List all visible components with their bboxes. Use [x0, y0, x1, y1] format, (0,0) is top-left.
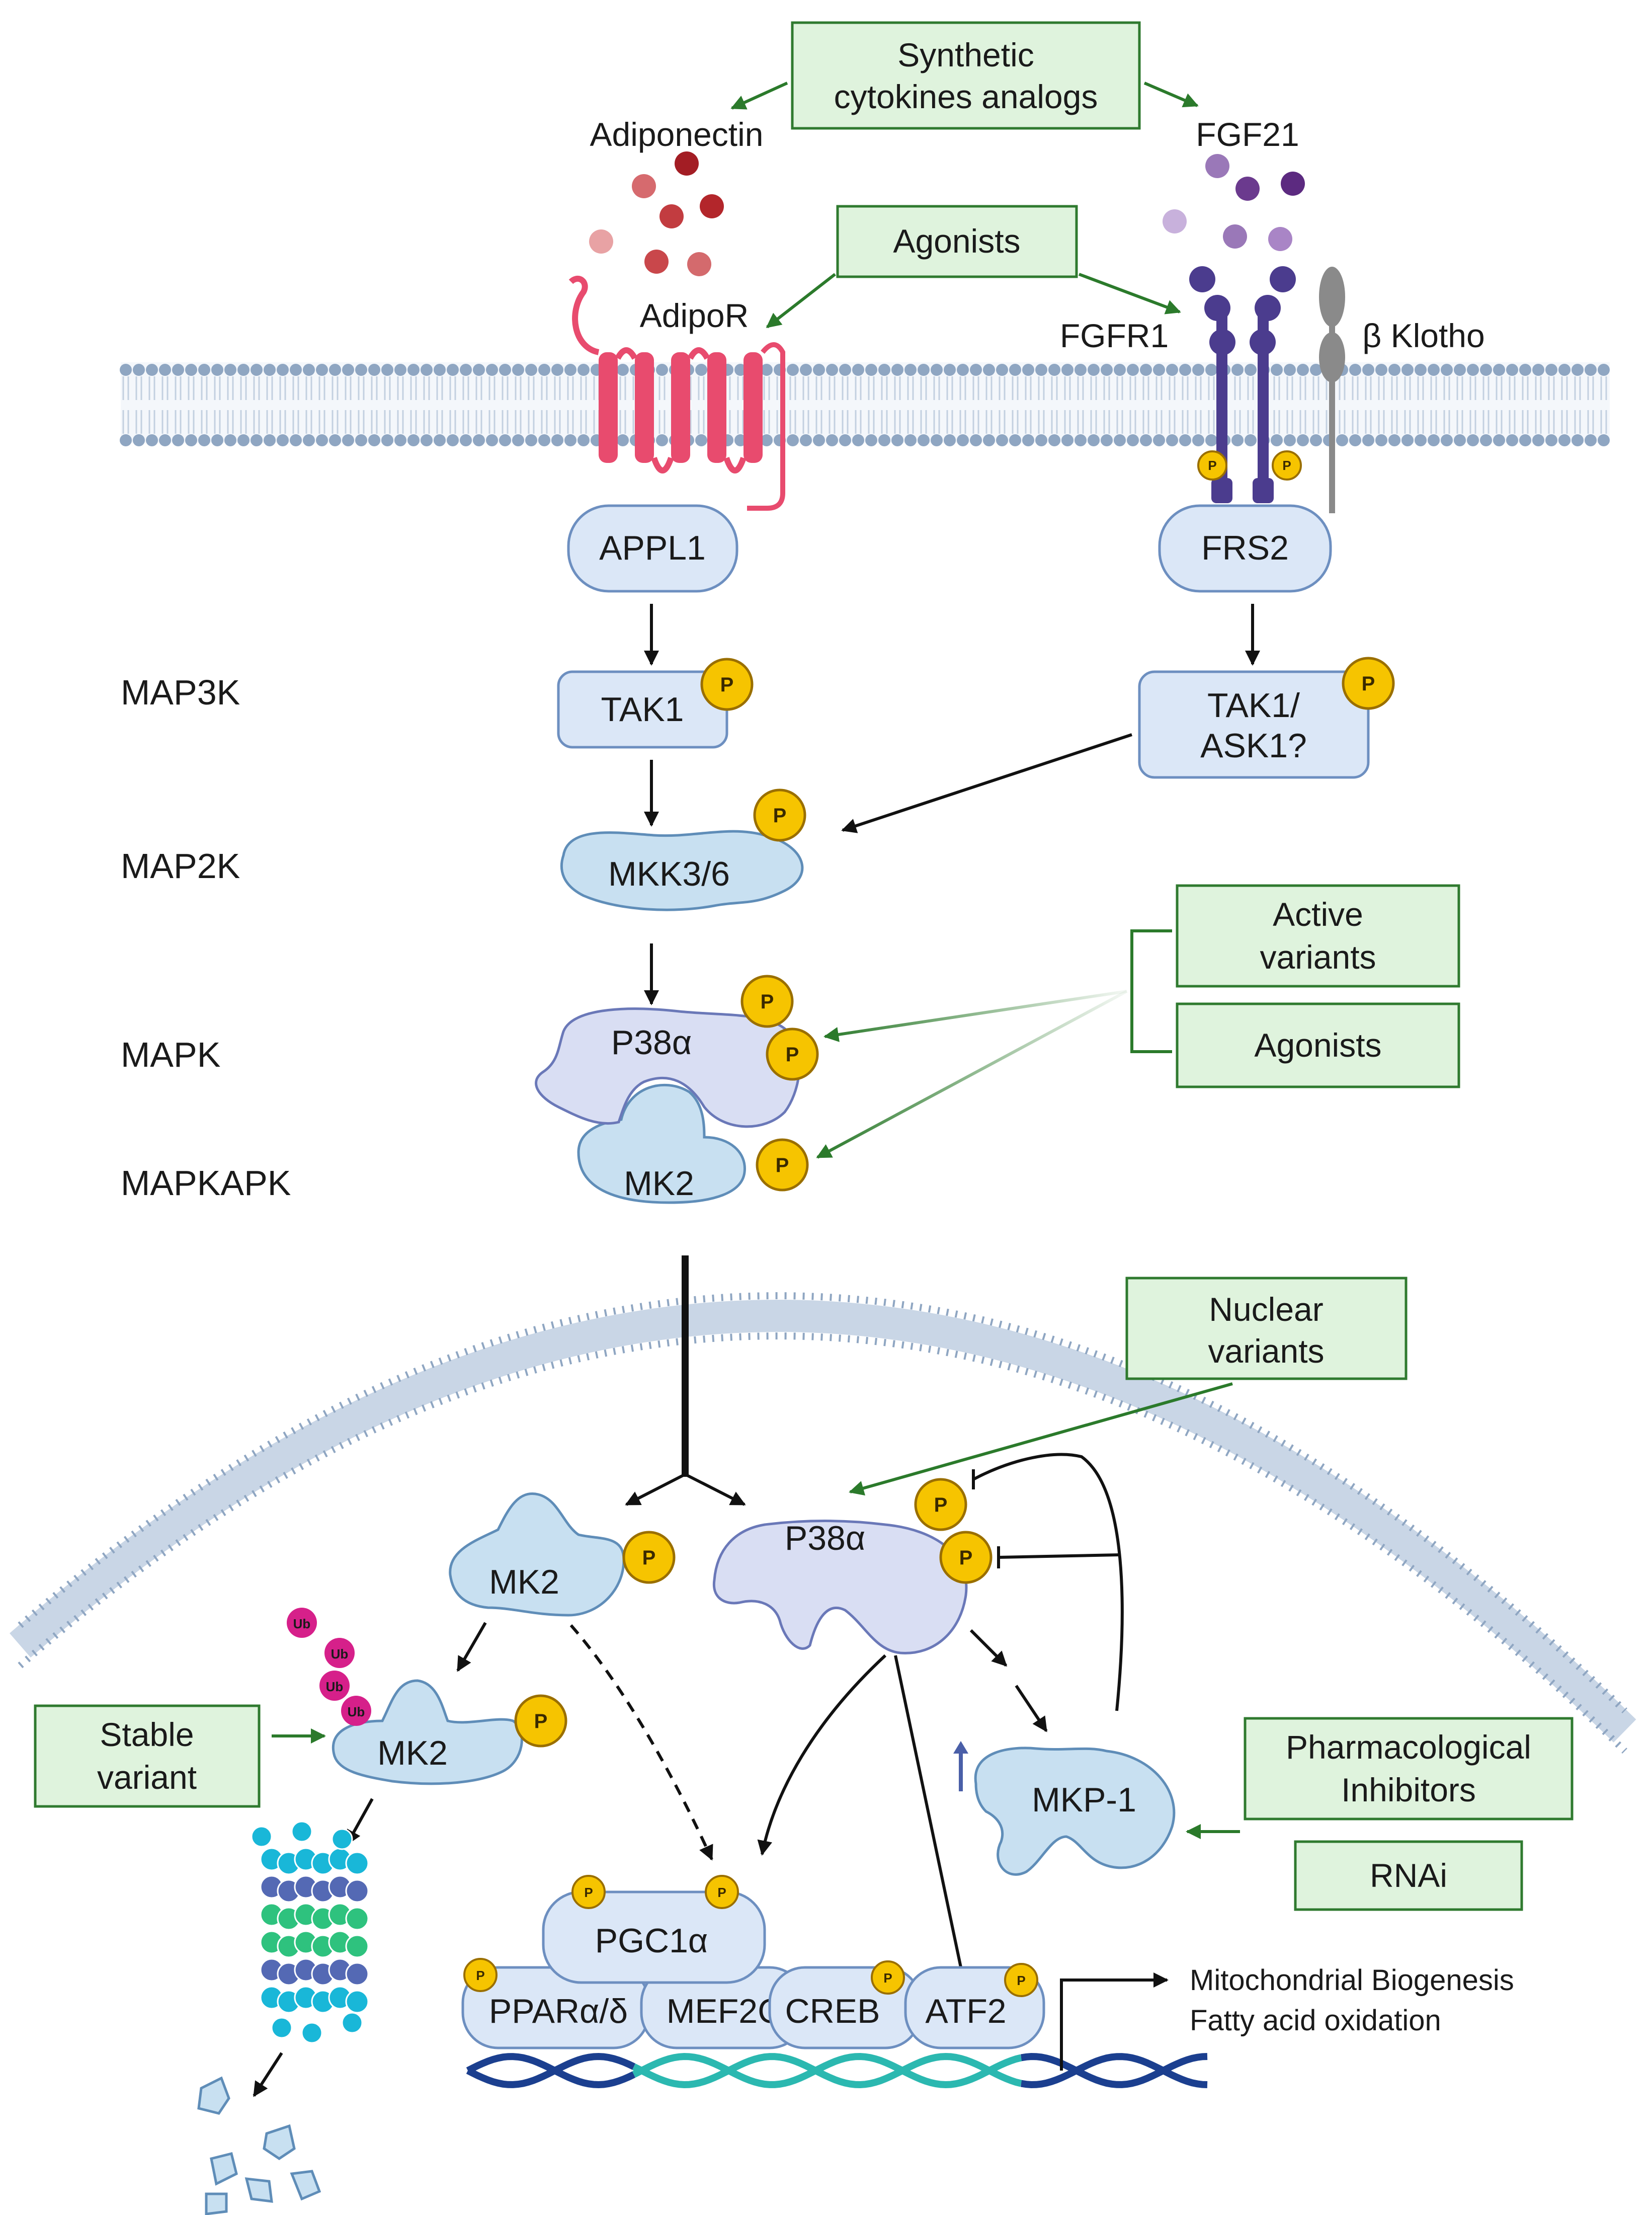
p38a-top-phospho-2: P: [786, 1044, 799, 1066]
atf2-label: ATF2: [925, 1992, 1006, 2030]
tak1-ask1-kinase: TAK1/ ASK1? P: [1138, 657, 1395, 779]
agonists-right-box: Agonists: [1176, 1002, 1460, 1088]
klotho-label: β Klotho: [1362, 317, 1484, 354]
ppar-phospho: P: [476, 1968, 484, 1983]
adipor-receptor: [568, 276, 785, 511]
adipor-label: AdipoR: [640, 297, 749, 334]
adiponectin-molecules: [589, 151, 724, 276]
atf2-factor: ATF2 P: [904, 1963, 1045, 2049]
appl1-label: APPL1: [599, 529, 706, 567]
nuclear-variants-box: Nuclear variants: [1125, 1277, 1408, 1380]
mk2-nuclear: MK2 P: [449, 1492, 676, 1617]
pgc1a-coactivator: PGC1α P P: [542, 1875, 766, 1984]
side-label-map3k: MAP3K: [121, 673, 240, 712]
ubiquitin-chain: Ub Ub Ub Ub: [287, 1608, 371, 1726]
stable-variant-line2: variant: [97, 1759, 197, 1796]
adiponectin-label: Adiponectin: [590, 116, 764, 153]
rnai-box: RNAi: [1294, 1840, 1523, 1911]
tak1-ask1-line2: ASK1?: [1200, 727, 1307, 765]
tak1-kinase: TAK1 P: [557, 658, 754, 749]
pgc1a-label: PGC1α: [595, 1922, 708, 1960]
agonists-top-label: Agonists: [893, 222, 1020, 260]
p38a-mid-label: P38α: [785, 1519, 865, 1557]
creb-label: CREB: [785, 1992, 880, 2030]
outcome-line1: Mitochondrial Biogenesis: [1190, 1964, 1514, 1997]
p38a-top-label: P38α: [611, 1023, 692, 1062]
fgf21-molecules: [1163, 154, 1305, 251]
ub-2: Ub: [331, 1646, 349, 1662]
active-variants-line2: variants: [1260, 938, 1376, 976]
p38a-mid-phospho-2: P: [959, 1547, 973, 1569]
proteasome: [251, 1821, 369, 2044]
mk2-low-phospho: P: [534, 1710, 548, 1732]
fgfr1-label: FGFR1: [1060, 317, 1169, 354]
agonists-right-label: Agonists: [1254, 1026, 1381, 1064]
ub-3: Ub: [326, 1679, 344, 1694]
synthetic-line1: Synthetic: [897, 36, 1034, 73]
ub-4: Ub: [348, 1704, 365, 1719]
mk2-mid-label: MK2: [489, 1563, 559, 1601]
pharm-inhibitors-line1: Pharmacological: [1286, 1728, 1531, 1766]
plasma-membrane: [120, 362, 1610, 446]
agonists-top-box: Agonists: [836, 205, 1078, 278]
atf2-phospho: P: [1017, 1973, 1025, 1988]
active-variants-box: Active variants: [1176, 884, 1460, 988]
side-label-mapkapk: MAPKAPK: [121, 1163, 291, 1203]
ub-1: Ub: [293, 1616, 311, 1631]
frs2-label: FRS2: [1201, 529, 1289, 567]
fgfr1-phospho-2: P: [1282, 458, 1291, 473]
pharm-inhibitors-line2: Inhibitors: [1341, 1771, 1476, 1808]
outcome-line2: Fatty acid oxidation: [1190, 2004, 1441, 2037]
nuclear-membrane: [10, 1292, 1636, 1754]
pgc1a-phospho-1: P: [584, 1885, 593, 1900]
creb-factor: CREB P: [768, 1960, 922, 2049]
mkk36-label: MKK3/6: [608, 855, 730, 893]
stable-variant-box: Stable variant: [34, 1704, 261, 1808]
upregulation-arrow-icon: [953, 1741, 968, 1791]
pgc1a-phospho-2: P: [717, 1885, 726, 1900]
fgfr1-phospho-1: P: [1208, 458, 1216, 473]
tak1-phospho: P: [720, 674, 734, 696]
tak1-ask1-line1: TAK1/: [1207, 686, 1300, 725]
mk2-ubiquitinated: MK2 P: [332, 1679, 567, 1785]
nuclear-variants-line1: Nuclear: [1209, 1291, 1323, 1328]
mk2-mid-phospho: P: [642, 1547, 656, 1569]
mkp1-phosphatase: MKP-1: [974, 1747, 1176, 1876]
mkp1-label: MKP-1: [1032, 1781, 1136, 1819]
synthetic-line2: cytokines analogs: [834, 78, 1098, 115]
creb-phospho: P: [883, 1970, 892, 1986]
beta-klotho: [1319, 267, 1345, 513]
degraded-fragments: [197, 2076, 321, 2215]
p38a-nuclear: P38α P P: [712, 1478, 993, 1654]
fgf21-label: FGF21: [1196, 116, 1299, 153]
appl1-adaptor: APPL1: [567, 504, 738, 593]
mk2-top-phospho: P: [776, 1154, 789, 1176]
p38a-top-phospho-1: P: [761, 991, 774, 1013]
p38a-mid-phospho-1: P: [934, 1494, 948, 1516]
nuclear-variants-line2: variants: [1208, 1332, 1324, 1370]
mef2c-factor: MEF2C: [640, 1966, 806, 2049]
stable-variant-line1: Stable: [100, 1716, 194, 1753]
rnai-label: RNAi: [1370, 1857, 1447, 1894]
mk2-top-label: MK2: [624, 1164, 694, 1203]
synthetic-cytokines-box: Synthetic cytokines analogs: [791, 21, 1141, 130]
mkk36-kinase: MKK3/6 P: [560, 788, 806, 911]
mk2-low-label: MK2: [377, 1734, 448, 1772]
p38a-mk2-complex: P38α MK2 P P P: [535, 975, 819, 1204]
mkk36-phospho: P: [773, 805, 787, 827]
tak1-ask1-phospho: P: [1362, 673, 1375, 695]
side-label-mapk: MAPK: [121, 1035, 220, 1074]
ppar-label: PPARα/δ: [489, 1992, 628, 2030]
frs2-adaptor: FRS2: [1158, 504, 1332, 593]
dna-helix: [466, 2052, 1208, 2089]
tak1-label: TAK1: [601, 690, 684, 729]
mef2c-label: MEF2C: [667, 1992, 782, 2030]
active-variants-line1: Active: [1273, 896, 1363, 933]
side-label-map2k: MAP2K: [121, 846, 240, 886]
pharm-inhibitors-box: Pharmacological Inhibitors: [1244, 1717, 1574, 1821]
fgfr1-receptor: P P: [1189, 266, 1302, 503]
